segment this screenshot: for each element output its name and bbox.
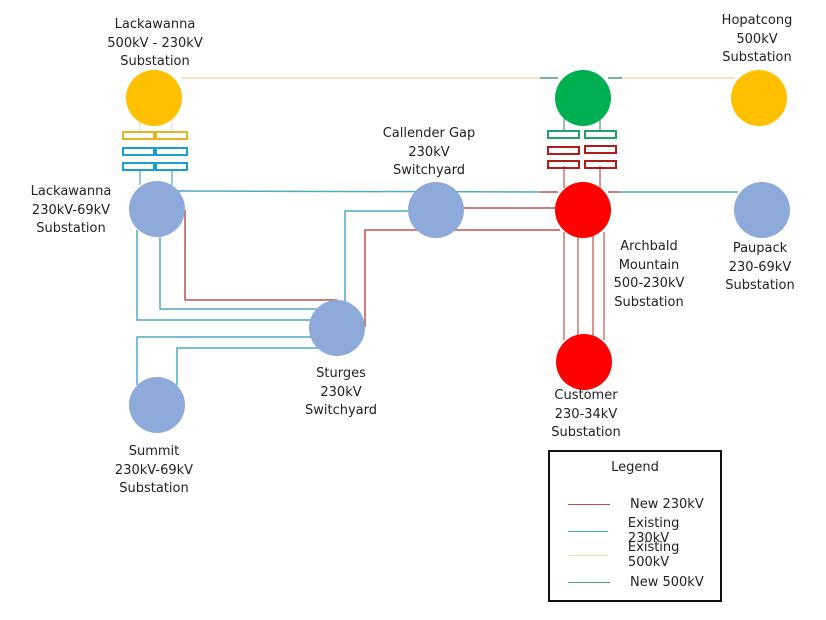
legend-swatch (568, 530, 608, 532)
transformer-winding (547, 130, 580, 139)
legend-swatch (568, 554, 608, 556)
label-line: Hopatcong (721, 13, 793, 28)
label-summit: Summit 230kV-69kV Substation (115, 443, 193, 499)
transformer-winding (584, 130, 617, 139)
legend-label: Existing 230kV (627, 516, 680, 546)
label-line: Lackawanna (114, 17, 196, 32)
label-line: Substation (551, 425, 621, 440)
legend: Legend New 230kV Existing 230kV Existing… (548, 450, 722, 602)
label-line: 500-230kV (613, 276, 685, 291)
legend-item-existing-230kv: Existing 230kV (568, 516, 720, 546)
label-line: Switchyard (392, 163, 465, 178)
node-customer[interactable] (556, 334, 612, 390)
line-existing-230kv-lackawanna-sturges-2 (136, 230, 312, 321)
legend-item-new-230kv: New 230kV (568, 494, 704, 514)
transformer-winding (155, 131, 188, 140)
label-line: Mountain (618, 257, 680, 273)
transformer-winding (584, 160, 617, 169)
label-line: 230-34kV (554, 406, 618, 422)
label-line: 230kV-69kV (31, 202, 111, 218)
label-line: Substation (120, 54, 190, 69)
label-line: Substation (722, 50, 792, 65)
label-line: Switchyard (304, 403, 378, 418)
transformer-winding (155, 147, 188, 156)
legend-label: Existing 500kV (627, 540, 680, 570)
transformer-winding (547, 146, 580, 155)
legend-label: New 500kV (630, 574, 704, 590)
label-line: Lackawanna (30, 184, 112, 199)
label-hopatcong: Hopatcong 500kV Substation (722, 12, 793, 68)
label-line: Archbald (620, 239, 678, 254)
label-line: 230kV-69kV (114, 462, 194, 478)
node-lackawanna-500[interactable] (126, 70, 182, 126)
label-paupack: Paupack 230-69kV Substation (725, 240, 794, 296)
legend-item-new-500kv: New 500kV (568, 572, 704, 592)
label-callender-gap: Callender Gap 230kV Switchyard (383, 125, 476, 181)
label-line: Substation (614, 294, 684, 310)
node-paupack[interactable] (734, 182, 790, 238)
legend-swatch (568, 503, 610, 505)
label-line: Customer (554, 388, 618, 403)
label-archbald-mountain: Archbald Mountain 500-230kV Substation (614, 238, 685, 312)
transformer-winding (122, 131, 155, 140)
label-line: Substation (119, 481, 189, 496)
line-new-230kv-archbald-sturges (364, 229, 560, 327)
label-line: 500kV - 230kV (107, 35, 203, 51)
label-line: Substation (725, 278, 795, 293)
node-sturges[interactable] (309, 300, 365, 356)
node-summit[interactable] (129, 377, 185, 433)
label-line: 230kV (408, 144, 450, 160)
line-new-230kv-lackawanna-sturges (184, 210, 337, 301)
legend-label: New 230kV (630, 496, 704, 512)
transformer-winding (547, 160, 580, 169)
legend-item-existing-500kv: Existing 500kV (568, 540, 720, 570)
label-lackawanna-500: Lackawanna 500kV - 230kV Substation (107, 16, 202, 72)
label-line: Callender Gap (382, 126, 476, 141)
transformer-winding (122, 162, 155, 171)
legend-swatch (568, 581, 610, 583)
transformer-winding (584, 145, 617, 154)
label-line: 230-69kV (728, 259, 792, 275)
line-existing-230kv-sturges-summit-1 (136, 336, 312, 385)
transformer-winding (122, 147, 155, 156)
label-line: Paupack (732, 241, 788, 256)
label-customer: Customer 230-34kV Substation (551, 387, 620, 443)
line-existing-230kv-sturges-summit-2 (176, 347, 318, 385)
line-existing-230kv-lackawanna-sturges-1 (159, 237, 318, 310)
label-sturges: Sturges 230kV Switchyard (305, 365, 377, 421)
node-callender-gap[interactable] (408, 182, 464, 238)
transformer-winding (155, 162, 188, 171)
label-line: 230kV (320, 384, 362, 400)
node-hopatcong[interactable] (731, 70, 787, 126)
legend-title: Legend (611, 460, 659, 475)
line-existing-230kv-lackawanna-paupack (177, 190, 541, 193)
label-line: Sturges (316, 366, 366, 381)
label-lackawanna-230: Lackawanna 230kV-69kV Substation (31, 183, 112, 239)
node-archbald-500[interactable] (555, 70, 611, 126)
node-archbald-mountain[interactable] (555, 182, 611, 238)
label-line: 500kV (736, 31, 778, 47)
transformer-archbald (547, 130, 617, 169)
line-existing-230kv-callender-sturges (344, 210, 408, 302)
node-lackawanna-230[interactable] (129, 181, 185, 237)
label-line: Summit (128, 444, 180, 459)
label-line: Substation (36, 221, 106, 236)
transformer-lackawanna (122, 131, 188, 171)
